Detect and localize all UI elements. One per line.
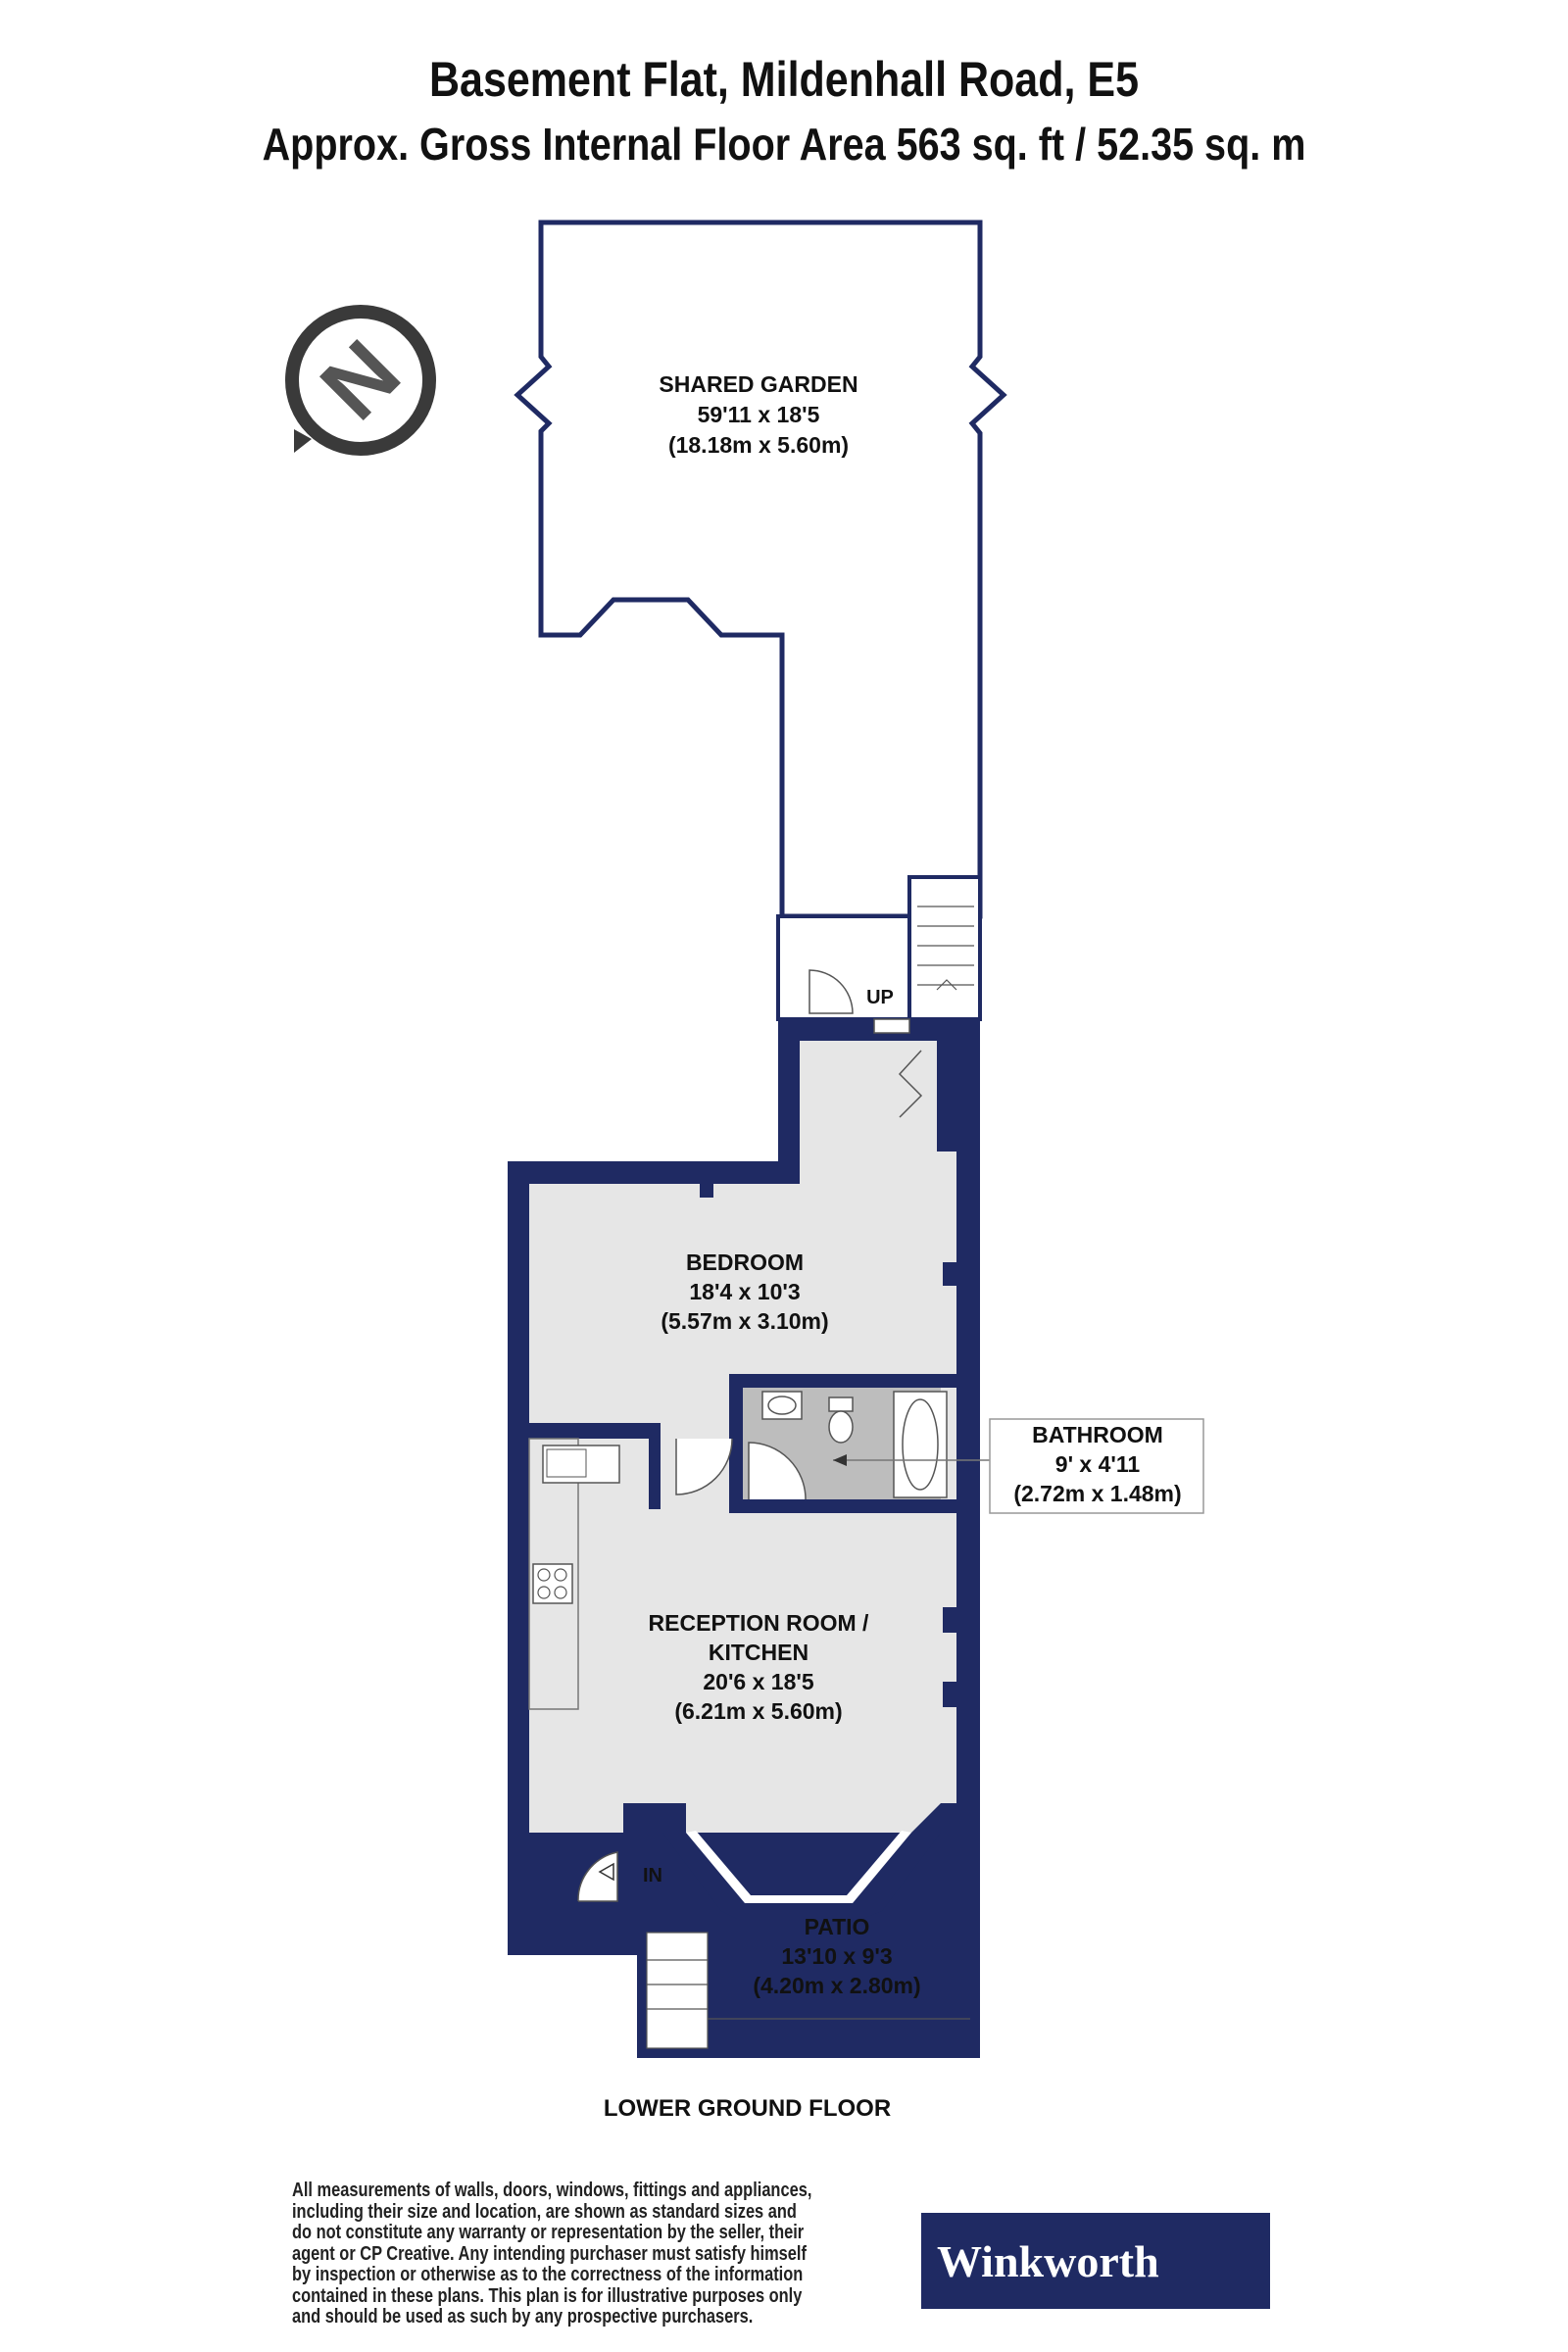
page-subtitle: Approx. Gross Internal Floor Area 563 sq… — [262, 119, 1306, 170]
bedroom-name: BEDROOM — [686, 1250, 804, 1275]
patio-imperial: 13'10 x 9'3 — [781, 1943, 892, 1969]
reception-name-line1: RECEPTION ROOM / — [649, 1610, 870, 1636]
reception-imperial: 20'6 x 18'5 — [703, 1669, 813, 1694]
patio-area — [637, 1829, 980, 2058]
patio-name: PATIO — [805, 1914, 870, 1939]
garden-metric: (18.18m x 5.60m) — [668, 432, 849, 458]
floor-label: LOWER GROUND FLOOR — [603, 2095, 892, 2122]
bathroom-name: BATHROOM — [1032, 1422, 1163, 1447]
bathroom-metric: (2.72m x 1.48m) — [1013, 1481, 1181, 1506]
winkworth-logo: Winkworth — [921, 2213, 1270, 2309]
stairs-up-label: UP — [866, 987, 894, 1008]
logo-text: Winkworth — [937, 2235, 1159, 2286]
reception-metric: (6.21m x 5.60m) — [674, 1698, 842, 1724]
bathroom-callout — [989, 1418, 1204, 1514]
bathroom-imperial: 9' x 4'11 — [1055, 1451, 1141, 1477]
garden-name: SHARED GARDEN — [659, 371, 858, 397]
entrance-in-label: IN — [643, 1865, 662, 1886]
garden-imperial: 59'11 x 18'5 — [698, 402, 820, 427]
compass-icon: N — [285, 305, 436, 456]
bedroom-imperial: 18'4 x 10'3 — [689, 1279, 800, 1304]
patio-metric: (4.20m x 2.80m) — [753, 1973, 920, 1998]
flat-walls — [508, 875, 990, 2058]
bedroom-metric: (5.57m x 3.10m) — [661, 1308, 828, 1334]
garden-area — [514, 220, 1007, 919]
reception-name-line2: KITCHEN — [709, 1640, 808, 1665]
disclaimer-text: All measurements of walls, doors, window… — [292, 2180, 812, 2328]
page-title: Basement Flat, Mildenhall Road, E5 — [428, 52, 1139, 107]
